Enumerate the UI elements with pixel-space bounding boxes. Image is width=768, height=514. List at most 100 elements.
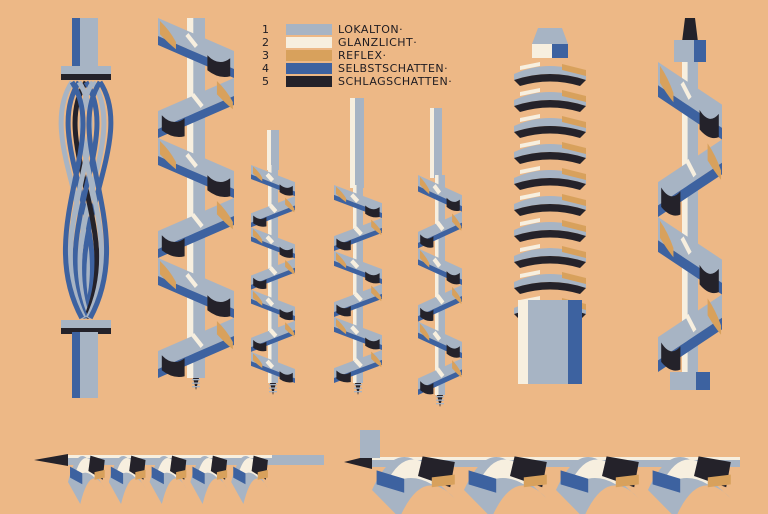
auger-4-highlight — [435, 367, 445, 378]
auger-horizontal-left-self-shadow — [70, 466, 83, 485]
auger-4-reflex — [420, 176, 430, 195]
screw-head — [532, 28, 568, 44]
auger-right-screw-tip — [682, 18, 698, 42]
auger-horizontal-left-flight — [231, 456, 268, 504]
auger-horizontal-right-flight — [648, 456, 731, 514]
auger-2-reflex — [285, 259, 295, 275]
auger-4-tip — [437, 395, 443, 407]
auger-3-cast-shadow — [365, 205, 380, 218]
basket-shaft-top-shade — [72, 18, 80, 70]
auger-right-head-side — [694, 40, 706, 62]
spiral-drill-large-cast-shadow — [207, 175, 231, 197]
screw-thread-shadow — [514, 152, 586, 164]
spiral-drill-large-cast-shadow — [161, 115, 185, 137]
auger-4-cast-shadow — [420, 307, 434, 322]
spiral-drill-large-cast-shadow — [207, 55, 231, 77]
auger-2-cast-shadow — [279, 371, 293, 383]
basket-bar — [86, 80, 109, 320]
screw-thread-highlight — [520, 192, 540, 200]
auger-right-highlight — [680, 236, 692, 255]
auger-2-reflex — [285, 197, 295, 213]
auger-3-cast-shadow — [336, 238, 351, 251]
auger-2-tip-thread — [269, 387, 277, 389]
auger-4-shaft — [435, 175, 445, 395]
auger-2-highlight — [268, 328, 278, 338]
screw-thread-highlight — [520, 88, 540, 96]
legend-item-reflex: 3 REFLEX· — [262, 49, 472, 63]
basket-shaft-bottom-shade — [72, 332, 80, 398]
auger-2-highlight — [268, 266, 278, 276]
legend-item-schlagschatten: 5 SCHLAGSCHATTEN· — [262, 75, 472, 89]
auger-4-highlight — [432, 330, 442, 342]
auger-3-highlight — [350, 193, 360, 203]
screw-thread-highlight — [520, 270, 540, 278]
legend-swatch — [286, 50, 332, 61]
auger-4-highlight — [432, 257, 442, 268]
screw-base-shade — [568, 300, 582, 384]
auger-3-reflex — [336, 252, 347, 269]
auger-horizontal-right-flight — [556, 456, 639, 514]
auger-4-cast-shadow — [446, 271, 460, 285]
auger-horizontal-left-self-shadow — [110, 466, 124, 485]
legend-number: 3 — [262, 49, 269, 62]
basket-bar — [63, 80, 86, 320]
auger-3-cast-shadow — [336, 304, 351, 317]
basket-collar-bottom-shadow — [61, 328, 111, 334]
legend-swatch — [286, 24, 332, 35]
auger-4-cast-shadow — [446, 344, 460, 358]
auger-horizontal-right-reflex — [615, 474, 639, 488]
auger-3-reflex — [336, 318, 347, 335]
auger-horizontal-left-flight — [68, 456, 105, 504]
auger-4-cast-shadow — [420, 381, 434, 395]
spiral-drill-large-cast-shadow — [207, 295, 231, 317]
screw-head-side — [552, 44, 568, 58]
spiral-drill-large-cast-shadow — [161, 355, 185, 377]
auger-horizontal-left-tip — [34, 454, 68, 466]
screw-thread-highlight — [520, 140, 540, 148]
auger-4-tip-thread — [436, 403, 444, 405]
auger-horizontal-right-self-shadow — [652, 470, 681, 493]
auger-right-highlight — [680, 81, 692, 100]
spiral-drill-large-highlight — [191, 213, 204, 228]
legend-number: 4 — [262, 62, 269, 75]
screw-base-highlight — [518, 300, 528, 384]
auger-4-shaft-highlight — [435, 175, 439, 395]
auger-3-cast-shadow — [365, 337, 380, 350]
auger-horizontal-right-self-shadow — [468, 470, 497, 493]
auger-2-highlight — [268, 203, 278, 214]
auger-right-flight — [658, 139, 722, 206]
auger-right-reflex — [660, 220, 674, 258]
auger-2-highlight — [265, 359, 275, 369]
screw-thread-reflex — [562, 220, 586, 232]
auger-3-cast-shadow — [336, 370, 351, 383]
auger-2-cast-shadow — [279, 246, 293, 258]
auger-2-cast-shadow — [253, 215, 267, 227]
spiral-drill-large-reflex — [216, 81, 233, 110]
spiral-drill-large-tip-thread — [192, 382, 200, 384]
auger-horizontal-left-shaft-highlight — [68, 455, 272, 458]
auger-horizontal-left-reflex — [176, 469, 187, 480]
auger-2-tip — [270, 383, 276, 395]
legend-swatch — [286, 76, 332, 87]
auger-horizontal-right-flight — [372, 456, 455, 514]
auger-horizontal-right-reflex — [431, 474, 455, 488]
screw-thread-reflex — [562, 194, 586, 206]
auger-2-reflex — [252, 291, 263, 306]
spiral-drill-large-highlight — [185, 33, 198, 48]
legend-label: LOKALTON· — [338, 23, 404, 36]
auger-right-flight — [658, 294, 722, 361]
legend-item-selbstschatten: 4 SELBSTSCHATTEN· — [262, 62, 472, 76]
screw-thread-shadow — [514, 282, 586, 294]
auger-right-shaft-highlight — [682, 62, 688, 372]
auger-3-shaft-highlight — [353, 185, 357, 383]
auger-2-cast-shadow — [279, 184, 293, 196]
spiral-drill-large-flight — [158, 198, 234, 249]
auger-4-reflex — [420, 250, 430, 268]
auger-horizontal-right-head — [360, 430, 380, 458]
auger-3-tip-thread — [354, 384, 362, 386]
screw-thread-shadow — [514, 126, 586, 138]
screw-thread-reflex — [562, 272, 586, 284]
auger-4-reflex — [452, 213, 462, 231]
auger-horizontal-left-reflex — [94, 469, 105, 480]
